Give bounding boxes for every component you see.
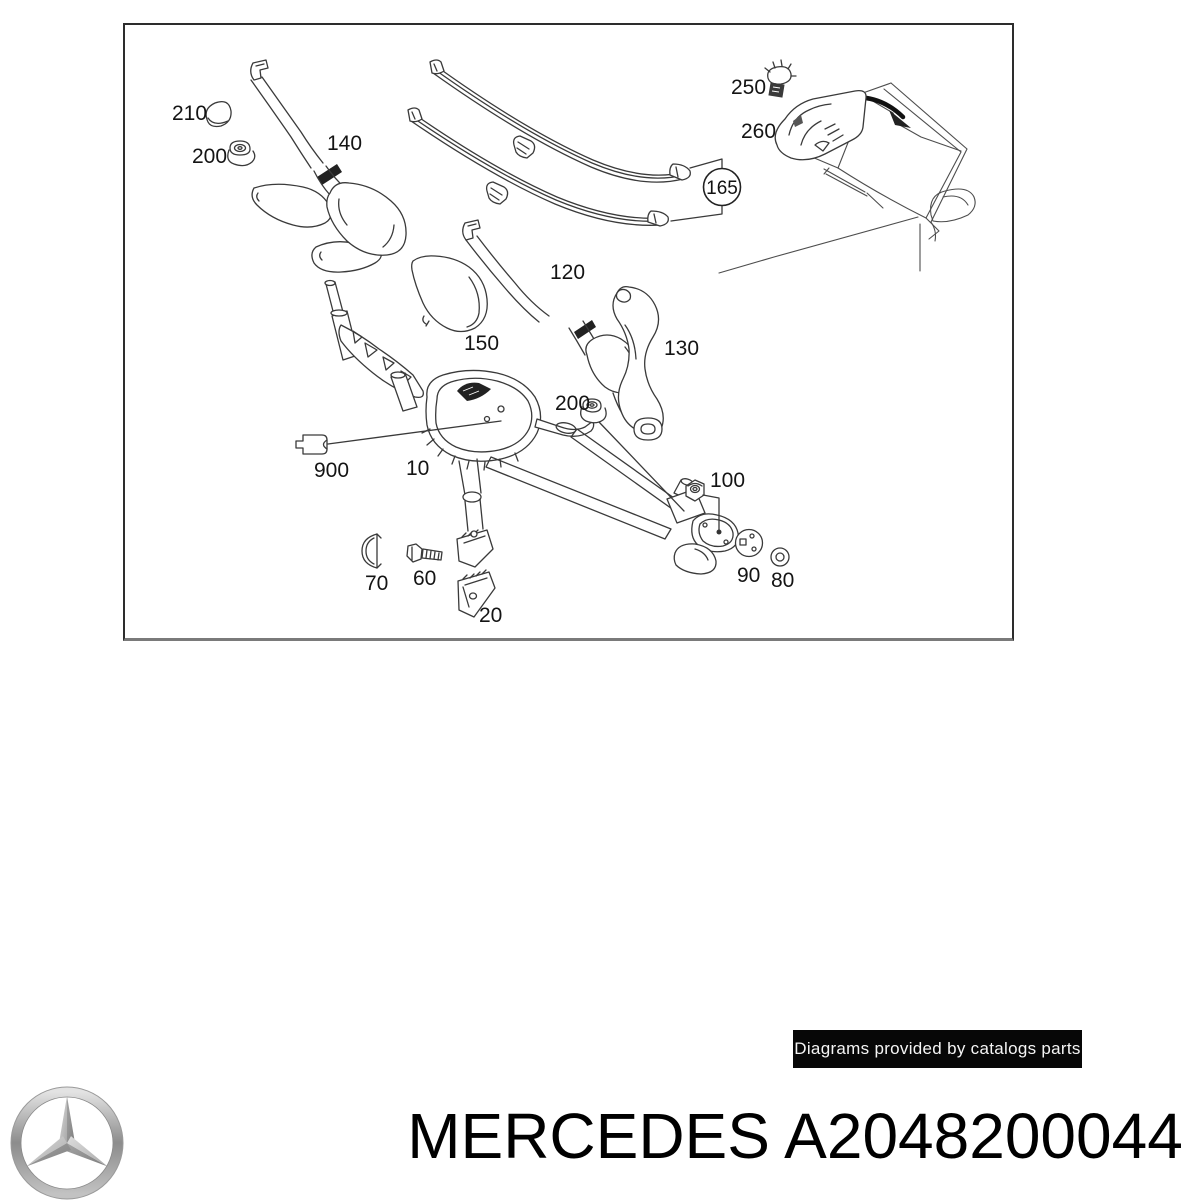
part-label-70: 70 bbox=[365, 572, 388, 595]
part-label-200-right: 200 bbox=[555, 392, 590, 415]
part-70-grommet bbox=[361, 533, 382, 569]
part-callout-165-label: 165 bbox=[706, 178, 738, 199]
watermark-badge: Diagrams provided by catalogs parts bbox=[793, 1030, 1082, 1068]
part-callout-165: 165 bbox=[702, 167, 742, 207]
part-labels: 210 200 140 250 260 120 150 130 200 900 … bbox=[172, 76, 794, 627]
page-title: MERCEDES A2048200044 bbox=[407, 1100, 1183, 1172]
part-130-air-duct bbox=[612, 285, 664, 441]
part-label-60: 60 bbox=[413, 567, 436, 590]
part-200-grommet-right bbox=[580, 398, 607, 424]
part-label-90: 90 bbox=[737, 564, 760, 587]
part-90-cover-plate bbox=[734, 528, 764, 558]
part-900-clip bbox=[295, 434, 328, 455]
part-10-wiper-motor-linkage bbox=[324, 279, 739, 575]
part-label-80: 80 bbox=[771, 569, 794, 592]
part-label-130: 130 bbox=[664, 337, 699, 360]
part-label-210: 210 bbox=[172, 102, 207, 125]
parts-diagram: 210 200 140 250 260 120 150 130 200 900 … bbox=[172, 59, 976, 627]
part-140-wiper-arm bbox=[250, 59, 346, 196]
part-250-rain-sensor bbox=[764, 59, 797, 98]
part-label-900: 900 bbox=[314, 459, 349, 482]
part-165-wiper-blade-set bbox=[407, 59, 723, 227]
part-200-grommet-left bbox=[227, 140, 256, 167]
mercedes-logo-icon bbox=[10, 1086, 124, 1200]
part-210-cap bbox=[205, 100, 232, 128]
part-60-bolt bbox=[406, 543, 443, 563]
part-label-20: 20 bbox=[479, 604, 502, 627]
part-label-100: 100 bbox=[710, 469, 745, 492]
watermark-text: Diagrams provided by catalogs parts bbox=[794, 1039, 1081, 1058]
part-label-260: 260 bbox=[741, 120, 776, 143]
leader-lines bbox=[327, 420, 720, 531]
part-140-cover-lobes bbox=[251, 182, 407, 273]
part-label-10: 10 bbox=[406, 457, 429, 480]
part-260-sensor-cover bbox=[774, 90, 867, 161]
parts-diagram-frame: 210 200 140 250 260 120 150 130 200 900 … bbox=[123, 23, 1014, 641]
part-150-cover bbox=[411, 255, 488, 333]
part-label-140: 140 bbox=[327, 132, 362, 155]
part-20-bracket bbox=[457, 569, 496, 618]
part-label-120: 120 bbox=[550, 261, 585, 284]
part-label-250: 250 bbox=[731, 76, 766, 99]
part-label-200-left: 200 bbox=[192, 145, 227, 168]
part-80-washer bbox=[770, 547, 790, 567]
part-label-150: 150 bbox=[464, 332, 499, 355]
